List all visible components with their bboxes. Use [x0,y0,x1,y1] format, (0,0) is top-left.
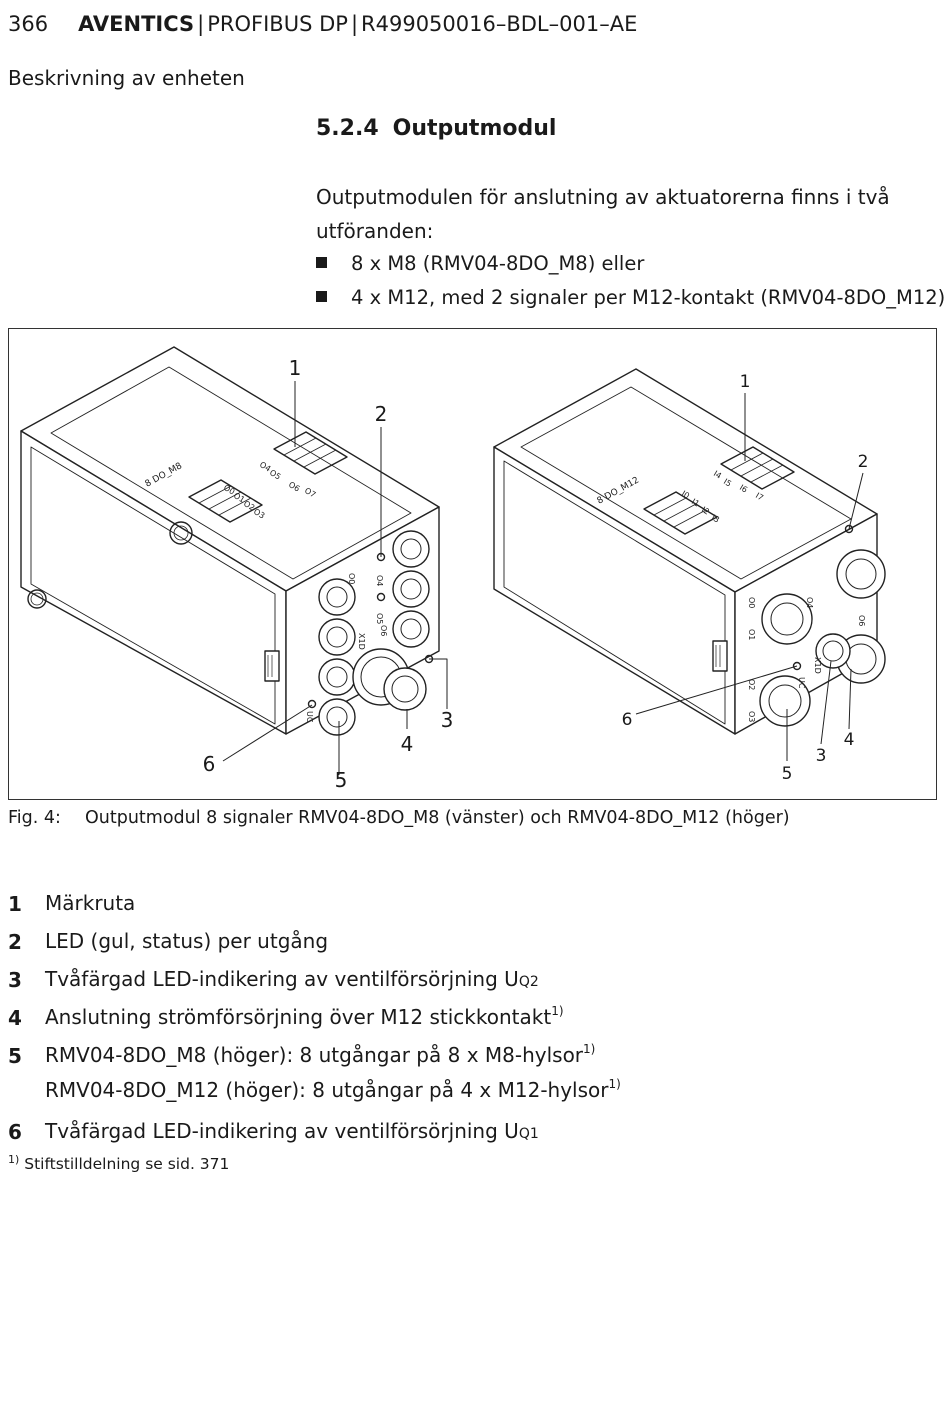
callout-right-4: 4 [844,730,855,750]
legend-text: RMV04-8DO_M8 (höger): 8 utgångar på 8 x … [45,1043,584,1067]
legend-line: Anslutning strömförsörjning över M12 sti… [45,1000,564,1035]
legend-line: Tvåfärgad LED-indikering av ventilförsör… [45,1114,539,1152]
right-port-label: O1 [747,629,756,640]
product-name: PROFIBUS DP [207,12,348,36]
right-channel-label: I0 [680,489,691,501]
callout-leaders [222,381,864,775]
left-port-label: X1D [357,633,366,650]
variant-text: 4 x M12, med 2 signaler per M12-kontakt … [351,286,946,309]
callout-left-6: 6 [203,752,216,776]
legend-number: 3 [8,968,22,992]
figure-caption: Fig. 4: Outputmodul 8 signaler RMV04-8DO_… [8,808,790,828]
callout-right-5: 5 [782,764,793,784]
right-module-drawing [493,368,886,735]
module-figure: 8 DO_M8 8 DO_M12 O0 O1 O2 O3 O4 O5 O6 O7… [8,328,937,800]
callout-left-2: 2 [375,402,388,426]
footnote-reference: 1) [583,1042,596,1056]
right-port-label: UC [797,677,806,689]
variant-item: 4 x M12, med 2 signaler per M12-kontakt … [316,281,945,315]
legend-subscript: Q2 [518,974,539,990]
legend-line: Tvåfärgad LED-indikering av ventilförsör… [45,962,539,1000]
right-channel-label: I2 [700,505,711,517]
footnote-reference: 1) [608,1077,621,1091]
intro-paragraph: Outputmodulen för anslutning av aktuator… [316,185,890,243]
right-port-label: O3 [747,711,756,722]
footnote-text: Stiftstilldelning se sid. 371 [24,1155,230,1173]
legend-number: 2 [8,930,22,954]
figure-caption-text: Outputmodul 8 signaler RMV04-8DO_M8 (vän… [85,808,790,828]
right-channel-label: I5 [722,477,733,489]
square-bullet-icon [316,291,327,302]
section-heading: 5.2.4 Outputmodul [316,116,556,141]
callout-right-1: 1 [740,372,751,392]
left-port-label: O5 [375,613,384,624]
callout-right-2: 2 [858,452,869,472]
module-illustration: 8 DO_M8 8 DO_M12 O0 O1 O2 O3 O4 O5 O6 O7… [20,346,886,792]
legend-number: 4 [8,1006,22,1030]
legend-number: 5 [8,1044,22,1068]
right-channel-label: I1 [690,497,701,509]
section-label: Beskrivning av enheten [8,66,245,90]
right-channel-label: I4 [712,469,723,481]
callout-left-4: 4 [401,732,414,756]
legend-number: 1 [8,892,22,916]
left-module-drawing [20,346,440,736]
heading-number: 5.2.4 [316,116,379,141]
callout-left-3: 3 [441,708,454,732]
right-port-label: O2 [747,679,756,690]
footnote-marker: 1) [8,1153,20,1166]
footnote-reference: 1) [551,1004,564,1018]
legend-subscript: Q1 [518,1126,539,1142]
right-port-label: O6 [857,615,866,626]
right-channel-label: I3 [710,513,721,525]
square-bullet-icon [316,257,327,268]
variant-text: 8 x M8 (RMV04-8DO_M8) eller [351,252,645,275]
legend-text: Anslutning strömförsörjning över M12 sti… [45,1005,552,1029]
right-port-label: O4 [805,597,814,608]
footnote: 1) Stiftstilldelning se sid. 371 [8,1153,230,1173]
legend-text: Märkruta [45,891,136,915]
brand-name: AVENTICS [78,12,195,36]
figure-label: Fig. 4: [8,808,61,828]
left-port-label: O6 [379,625,388,636]
left-port-label: O0 [347,573,356,584]
legend-number: 6 [8,1120,22,1144]
legend-text: RMV04-8DO_M12 (höger): 8 utgångar på 4 x… [45,1078,609,1102]
callout-left-1: 1 [289,356,302,380]
callout-right-6: 6 [622,710,633,730]
right-channel-label: I6 [738,483,749,495]
left-port-label: UC [305,711,314,723]
legend-text: Tvåfärgad LED-indikering av ventilförsör… [45,967,519,991]
left-port-label: O4 [375,575,384,586]
callout-right-3: 3 [816,746,827,766]
legend-line: RMV04-8DO_M12 (höger): 8 utgångar på 4 x… [45,1073,621,1108]
heading-title: Outputmodul [392,116,557,141]
right-channel-label: I7 [754,491,765,503]
page-number: 366 [8,12,49,36]
variant-item: 8 x M8 (RMV04-8DO_M8) eller [316,247,945,281]
header-separator: | [197,12,205,36]
right-port-label: O0 [747,597,756,608]
right-port-label: X1D [813,657,822,674]
document-code: R499050016–BDL–001–AE [361,12,638,36]
legend-line: RMV04-8DO_M8 (höger): 8 utgångar på 8 x … [45,1038,621,1073]
legend-text: Tvåfärgad LED-indikering av ventilförsör… [45,1119,519,1143]
header-separator-2: | [350,12,359,36]
variant-list: 8 x M8 (RMV04-8DO_M8) eller 4 x M12, med… [316,247,945,315]
legend-text: LED (gul, status) per utgång [45,929,329,953]
callout-left-5: 5 [335,768,348,792]
